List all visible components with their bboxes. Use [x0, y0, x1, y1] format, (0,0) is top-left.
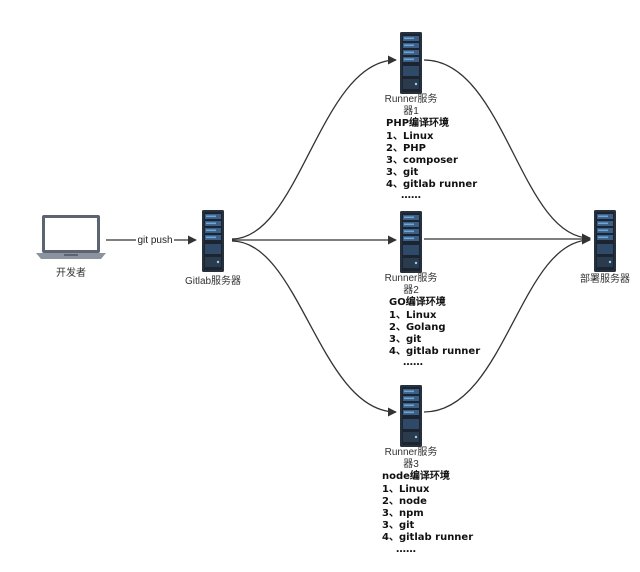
go-env-box: GO编译环境 1、Linux 2、Golang 3、git 4、gitlab r…: [389, 295, 480, 368]
node-env-item: 2、node: [382, 496, 427, 507]
runner-php-label-line2: 器1: [403, 105, 419, 117]
runner-node-server-icon: [400, 385, 422, 447]
node-env-item: 1、Linux: [382, 484, 430, 495]
node-env-title: node编译环境: [382, 469, 450, 482]
developer-node: 开发者: [36, 215, 106, 279]
node-env-item: 3、npm: [382, 508, 424, 519]
runner-node-node: Runner服务 器3 node编译环境 1、Linux 2、node 3、np…: [382, 385, 473, 555]
go-env-title: GO编译环境: [389, 295, 446, 308]
runner-go-label-line2: 器2: [403, 284, 419, 296]
node-env-item: 3、git: [382, 520, 415, 531]
runner-php-label-line1: Runner服务: [385, 92, 438, 105]
deploy-server-icon: [594, 210, 616, 272]
gitlab-server-icon: [202, 210, 224, 272]
php-env-box: PHP编译环境 1、Linux 2、PHP 3、composer 3、git 4…: [386, 116, 477, 201]
runner3-to-deploy-arrow: [423, 235, 591, 413]
php-env-item: ……: [401, 190, 421, 201]
runner-go-node: Runner服务 器2 GO编译环境 1、Linux 2、Golang 3、gi…: [385, 211, 480, 368]
php-env-item: 3、composer: [386, 155, 458, 166]
gitlab-to-runner1-arrow: [231, 55, 397, 240]
go-env-item: 2、Golang: [389, 322, 446, 333]
go-env-item: 4、gitlab runner: [389, 346, 480, 357]
deploy-server-node: 部署服务器: [580, 210, 630, 285]
runner-php-server-icon: [400, 32, 422, 94]
gitlab-server-label: Gitlab服务器: [185, 274, 241, 287]
developer-label: 开发者: [56, 266, 86, 279]
go-env-item: 3、git: [389, 334, 422, 345]
go-env-item: 1、Linux: [389, 310, 437, 321]
node-env-item: 4、gitlab runner: [382, 532, 473, 543]
runner-node-label-line1: Runner服务: [385, 445, 438, 458]
git-push-label: git push: [137, 235, 172, 246]
runner-php-node: Runner服务 器1 PHP编译环境 1、Linux 2、PHP 3、comp…: [385, 32, 477, 201]
deploy-server-label: 部署服务器: [580, 272, 630, 285]
go-env-item: ……: [403, 357, 423, 368]
laptop-icon: [36, 215, 106, 259]
connectors: git push: [106, 55, 591, 417]
runner-go-server-icon: [400, 211, 422, 273]
runner-node-label-line2: 器3: [403, 458, 419, 470]
php-env-title: PHP编译环境: [386, 116, 449, 129]
node-env-item: ……: [396, 544, 416, 555]
php-env-item: 1、Linux: [386, 131, 434, 142]
gitlab-to-runner3-arrow: [231, 240, 397, 417]
runner-go-label-line1: Runner服务: [385, 271, 438, 284]
php-env-item: 3、git: [386, 167, 419, 178]
runner1-to-deploy-arrow: [423, 59, 591, 243]
php-env-item: 2、PHP: [386, 143, 426, 154]
node-env-box: node编译环境 1、Linux 2、node 3、npm 3、git 4、gi…: [382, 469, 473, 555]
gitlab-server-node: Gitlab服务器: [185, 210, 241, 287]
php-env-item: 4、gitlab runner: [386, 179, 477, 190]
